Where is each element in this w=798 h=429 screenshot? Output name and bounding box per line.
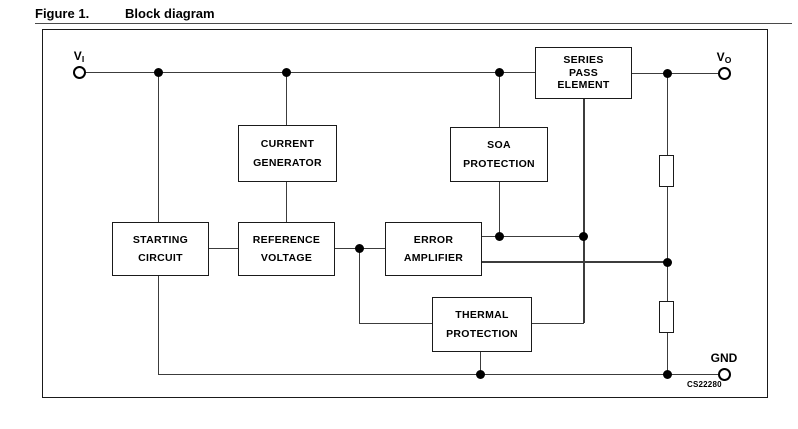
wire-starting-to-reference (207, 247, 238, 249)
wire-starting-to-ground (157, 274, 159, 374)
junction-dot (475, 369, 485, 379)
vin-label-sub: I (81, 54, 85, 64)
block-starting-circuit: STARTING CIRCUIT (112, 222, 209, 276)
wire-soa-to-error-output (498, 180, 500, 236)
wire-reference-to-thermal (358, 248, 360, 323)
wire-error-top-output (480, 235, 584, 237)
block-error-amplifier: ERROR AMPLIFIER (385, 222, 482, 276)
junction-dot (281, 67, 291, 77)
vout-label-sub: O (724, 55, 732, 65)
wire-resistor-middle (666, 187, 668, 301)
wire-top-right (630, 72, 718, 74)
junction-dot (662, 369, 672, 379)
junction-dot (354, 243, 364, 253)
gnd-terminal (717, 367, 731, 381)
vout-label-main: V (716, 50, 725, 64)
diagram-border (42, 29, 768, 398)
wire-top-main (85, 71, 535, 73)
figure-caption: Figure 1. Block diagram (35, 6, 215, 21)
junction-dot (494, 67, 504, 77)
wire-vin-to-starting (157, 72, 159, 222)
block-current-generator: CURRENT GENERATOR (238, 125, 337, 182)
wire-series-pass-to-thermal (583, 97, 585, 323)
wire-error-bottom-output (480, 261, 667, 263)
block-thermal-protection: THERMAL PROTECTION (432, 297, 532, 352)
wire-bottom-ground (158, 373, 718, 375)
figure-title: Block diagram (125, 6, 215, 21)
wire-thermal-to-ground (479, 350, 481, 374)
junction-dot (153, 67, 163, 77)
wire-thermal-left (359, 322, 432, 324)
block-reference-voltage: REFERENCE VOLTAGE (238, 222, 335, 276)
vin-label: VI (66, 49, 92, 64)
vout-label: VO (711, 50, 737, 65)
wire-vout-to-resistor-top (666, 73, 668, 155)
wire-top-to-soa (498, 72, 500, 127)
figure-number: Figure 1. (35, 6, 90, 21)
block-soa-protection: SOA PROTECTION (450, 127, 548, 182)
resistor-icon (659, 155, 674, 187)
junction-dot (579, 231, 588, 241)
wire-resistor-to-ground (666, 333, 668, 374)
wire-current-gen-to-reference (285, 180, 287, 222)
block-series-pass-element: SERIES PASS ELEMENT (535, 47, 632, 99)
drawing-code: CS22280 (687, 380, 722, 389)
wire-thermal-right (530, 322, 584, 324)
resistor-icon (659, 301, 674, 333)
junction-dot (662, 68, 672, 78)
caption-underline (35, 23, 792, 24)
junction-dot (494, 231, 504, 241)
gnd-label: GND (710, 351, 738, 365)
wire-top-to-current-gen (285, 72, 287, 125)
vin-label-main: V (73, 49, 82, 63)
junction-dot (662, 257, 672, 267)
vin-terminal (72, 65, 86, 79)
vout-terminal (717, 66, 731, 80)
